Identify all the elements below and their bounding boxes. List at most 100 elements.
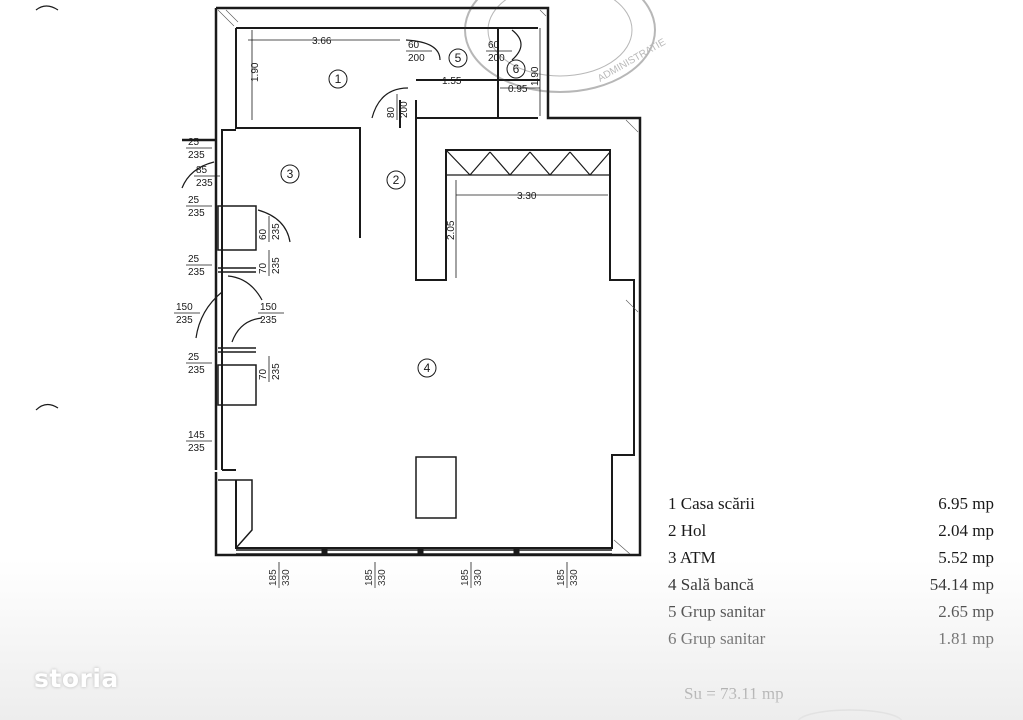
opening-height: 200 — [488, 53, 505, 64]
room-number: 4 — [424, 361, 431, 375]
opening-height: 235 — [188, 208, 205, 219]
dim-text: 1.90 — [250, 62, 261, 82]
corner-wedge — [218, 479, 253, 549]
brand-logo[interactable]: storia — [34, 664, 119, 693]
inner-wall — [221, 27, 635, 549]
legend-name-2: 2 Hol — [668, 521, 707, 540]
opening-width: 25 — [188, 195, 200, 206]
opening-height: 235 — [271, 363, 282, 380]
room-marker-5 — [448, 48, 468, 68]
opening-width: 25 — [188, 137, 200, 148]
opening-height: 200 — [408, 53, 425, 64]
dim-text: 3.66 — [312, 36, 332, 47]
room-marker-2 — [386, 170, 406, 190]
room-marker-6 — [506, 59, 526, 79]
stair-divider — [445, 149, 611, 176]
room-number: 1 — [335, 72, 342, 86]
opening-height: 235 — [176, 315, 193, 326]
opening-width: 60 — [408, 40, 420, 51]
legend-area: 2.65 mp — [938, 602, 994, 621]
legend-row: 1 Casa scării 6.95 mp — [668, 494, 994, 521]
opening-width: 185 — [364, 569, 375, 586]
facade-post — [513, 547, 520, 555]
opening-height: 235 — [188, 267, 205, 278]
dimension-lines — [248, 28, 608, 278]
facade-post — [321, 547, 328, 555]
counter-block — [415, 456, 457, 519]
room-number: 3 — [287, 167, 294, 181]
door-swing — [227, 275, 263, 301]
opening-height: 235 — [196, 178, 213, 189]
legend-name-4: 4 Sală bancă — [668, 575, 754, 594]
opening-width: 25 — [188, 352, 200, 363]
opening-width: 185 — [460, 569, 471, 586]
opening-height: 235 — [188, 365, 205, 376]
dim-text: 1.55 — [442, 76, 462, 87]
facade-post — [417, 547, 424, 555]
opening-width: 60 — [488, 40, 500, 51]
legend-row: 4 Sală bancă 54.14 mp — [668, 575, 994, 602]
legend-row: 3 ATM 5.52 mp — [668, 548, 994, 575]
opening-height: 235 — [188, 443, 205, 454]
opening-width: 185 — [556, 569, 567, 586]
legend-row: 2 Hol 2.04 mp — [668, 521, 994, 548]
legend-name-6: 6 Grup sanitar — [668, 629, 766, 648]
opening-width: 60 — [258, 228, 269, 240]
opening-height: 235 — [271, 223, 282, 240]
opening-height: 235 — [260, 315, 277, 326]
opening-height: 235 — [188, 150, 205, 161]
opening-height: 330 — [569, 569, 580, 586]
legend-name-1: 1 Casa scării — [668, 494, 755, 513]
svg-text:ADMINISTRATIE: ADMINISTRATIE — [596, 37, 668, 85]
opening-width: 25 — [188, 254, 200, 265]
room-marker-1 — [328, 69, 348, 89]
opening-width: 80 — [386, 106, 397, 118]
door-swing — [35, 403, 59, 411]
opening-height: 235 — [271, 257, 282, 274]
room-marker-4 — [417, 358, 437, 378]
room-marker-3 — [280, 164, 300, 184]
atm-niche-bottom — [217, 364, 257, 406]
stamp-edge — [797, 709, 903, 720]
outer-wall — [182, 6, 642, 557]
dim-text: 3.30 — [517, 191, 537, 202]
opening-width: 145 — [188, 430, 205, 441]
opening-width: 150 — [260, 302, 277, 313]
total-area: Su = 73.11 mp — [684, 684, 784, 703]
legend-row: 6 Grup sanitar 1.81 mp — [668, 629, 994, 656]
dim-text: 2.05 — [446, 220, 457, 240]
opening-width: 70 — [258, 262, 269, 274]
legend-area: 1.81 mp — [938, 629, 994, 648]
legend-area: 54.14 mp — [929, 575, 994, 594]
opening-height: 330 — [473, 569, 484, 586]
opening-width: 185 — [268, 569, 279, 586]
opening-height: 330 — [281, 569, 292, 586]
atm-niche-top — [217, 205, 257, 251]
opening-width: 85 — [196, 165, 208, 176]
legend-name-3: 3 ATM — [668, 548, 716, 567]
door-swing — [371, 87, 409, 119]
door-swing — [195, 291, 223, 339]
dim-text: 1.90 — [530, 66, 541, 86]
door-swing — [511, 29, 522, 61]
wall-stub — [218, 267, 256, 353]
room-legend: 1 Casa scării 6.95 mp 2 Hol 2.04 mp 3 AT… — [668, 494, 994, 656]
opening-height: 330 — [377, 569, 388, 586]
legend-row: 5 Grup sanitar 2.65 mp — [668, 602, 994, 629]
door-swing — [181, 161, 215, 189]
opening-height: 200 — [399, 101, 410, 118]
opening-width: 150 — [176, 302, 193, 313]
